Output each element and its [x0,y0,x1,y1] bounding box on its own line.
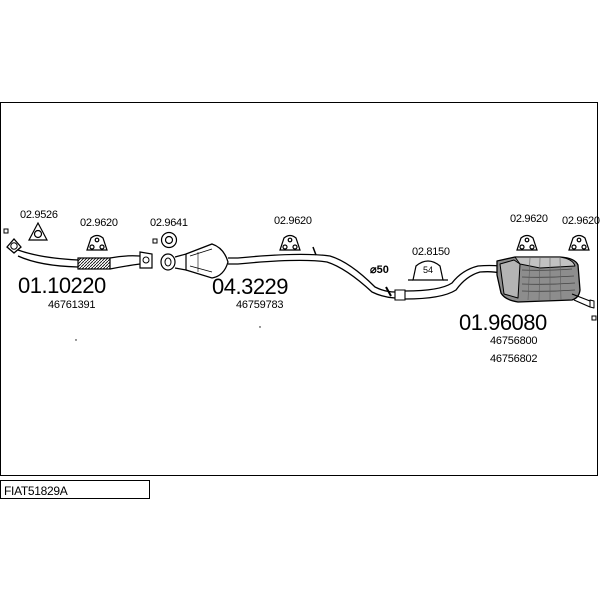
oem-number-front-pipe: 46761391 [48,299,96,311]
part-number-rear-silencer: 01.96080 [459,310,547,335]
hardware-ref-hanger: 02.9620 [274,215,312,227]
hardware-ref-ring-gasket: 02.9641 [150,217,188,229]
hardware-ref-clamp: 02.8150 [412,246,450,258]
clamp-icon [408,260,448,281]
clamp-size-label: 54 [423,265,434,275]
catalytic-converter [160,243,238,279]
marker-icon [3,228,9,234]
rubber-hanger-icon [568,234,590,251]
marker-icon [152,238,158,244]
hardware-ref-hanger: 02.9620 [562,215,600,227]
rear-silencer [496,256,595,309]
rubber-hanger-icon [86,234,108,251]
rubber-hanger-icon [279,234,301,251]
diagram-title: FIAT51829A [0,480,150,499]
rubber-hanger-icon [516,234,538,251]
front-pipe [6,238,153,270]
marker-icon [591,315,597,321]
diagram-frame [0,102,598,476]
dot-mark [259,326,261,328]
oem-number-rear-silencer-2: 46756802 [490,353,538,365]
hardware-ref-hanger: 02.9620 [510,213,548,225]
hardware-ref-hanger: 02.9620 [80,217,118,229]
gasket-icon [28,221,48,241]
middle-pipe [237,246,406,301]
hardware-ref-gasket: 02.9526 [20,209,58,221]
dot-mark [75,339,77,341]
part-number-catalytic-converter: 04.3229 [212,274,289,299]
ring-gasket-icon [160,231,178,249]
pipe-diameter-label: ⌀50 [370,264,389,276]
oem-number-catalytic-converter: 46759783 [236,299,284,311]
part-number-front-pipe: 01.10220 [18,273,106,298]
rear-pipe [404,264,501,300]
oem-number-rear-silencer-1: 46756800 [490,335,538,347]
